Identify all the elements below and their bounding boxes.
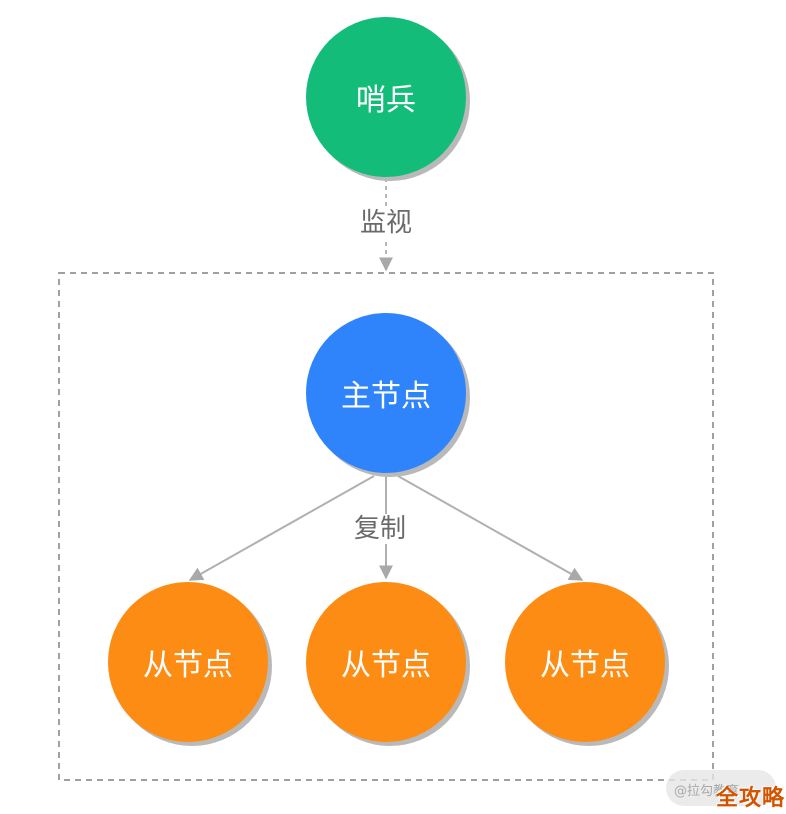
watermark-sub-text: @拉勾教育 xyxy=(674,784,740,799)
slave-node-label: 从节点 xyxy=(540,648,630,683)
replicate-edge-left xyxy=(188,475,375,581)
slave-node-center[interactable]: 从节点 xyxy=(306,582,466,742)
slave-node-label: 从节点 xyxy=(341,648,431,683)
watermark-main-text: 全攻略 xyxy=(716,786,786,811)
master-node-label: 主节点 xyxy=(341,379,431,414)
replicate-edge-right xyxy=(397,475,584,581)
replicate-edge-label: 复制 xyxy=(350,514,411,544)
slave-node-right[interactable]: 从节点 xyxy=(505,582,665,742)
replication-group-boundary xyxy=(58,272,714,781)
watermark-badge xyxy=(666,770,776,806)
sentinel-node-label: 哨兵 xyxy=(356,83,416,118)
sentinel-node[interactable]: 哨兵 xyxy=(306,17,466,177)
master-node[interactable]: 主节点 xyxy=(306,313,466,473)
slave-node-left[interactable]: 从节点 xyxy=(108,582,268,742)
slave-node-label: 从节点 xyxy=(143,648,233,683)
monitor-edge-label: 监视 xyxy=(356,208,417,238)
